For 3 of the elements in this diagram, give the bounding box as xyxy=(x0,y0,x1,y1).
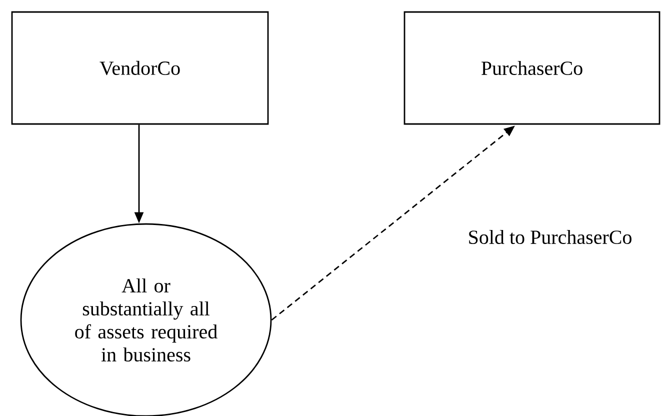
edge-label: Sold to PurchaserCo xyxy=(466,228,634,246)
entity-box: VendorCo xyxy=(11,11,269,125)
entity-box: PurchaserCo xyxy=(404,11,660,125)
